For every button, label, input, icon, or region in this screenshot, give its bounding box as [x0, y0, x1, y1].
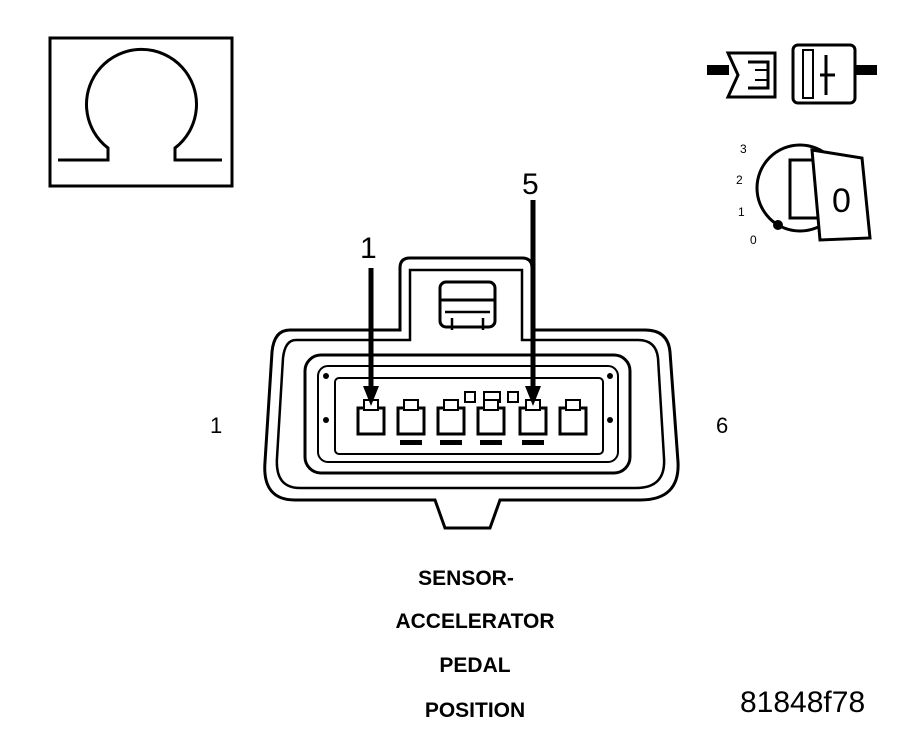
- pin-3-terminal: [436, 399, 466, 445]
- pin-2-terminal: [396, 399, 426, 445]
- ignition-key-label: 0: [832, 182, 851, 220]
- title-line-3: PEDAL: [439, 654, 510, 677]
- pin-terminals: [356, 399, 588, 445]
- pin-5-terminal: [518, 399, 548, 445]
- ignition-key-icon: 0 3 2 1 0: [736, 142, 872, 247]
- title-line-4: POSITION: [425, 699, 525, 722]
- ignition-position-0: 0: [750, 233, 757, 247]
- title-line-2: ACCELERATOR: [395, 610, 554, 633]
- callout-pin-5: 5: [522, 168, 541, 406]
- callout-pin-5-label: 5: [522, 168, 539, 201]
- connector-body: [263, 256, 680, 530]
- title-line-1: SENSOR-: [418, 567, 514, 590]
- pin-4-terminal: [476, 399, 506, 445]
- connector-title: SENSOR- ACCELERATOR PEDAL POSITION: [395, 567, 554, 722]
- end-pin-left-label: 1: [210, 413, 222, 438]
- end-pin-right-label: 6: [716, 413, 728, 438]
- figure-id: 81848f78: [740, 686, 865, 719]
- ignition-position-1: 1: [738, 205, 745, 219]
- pin-6-terminal: [558, 399, 588, 436]
- disconnected-connector-icon: [707, 43, 877, 105]
- callout-pin-1: 1: [360, 232, 379, 406]
- ignition-position-3: 3: [740, 142, 747, 156]
- ohm-icon: [48, 36, 234, 188]
- ignition-position-2: 2: [736, 173, 743, 187]
- callout-pin-1-label: 1: [360, 232, 377, 265]
